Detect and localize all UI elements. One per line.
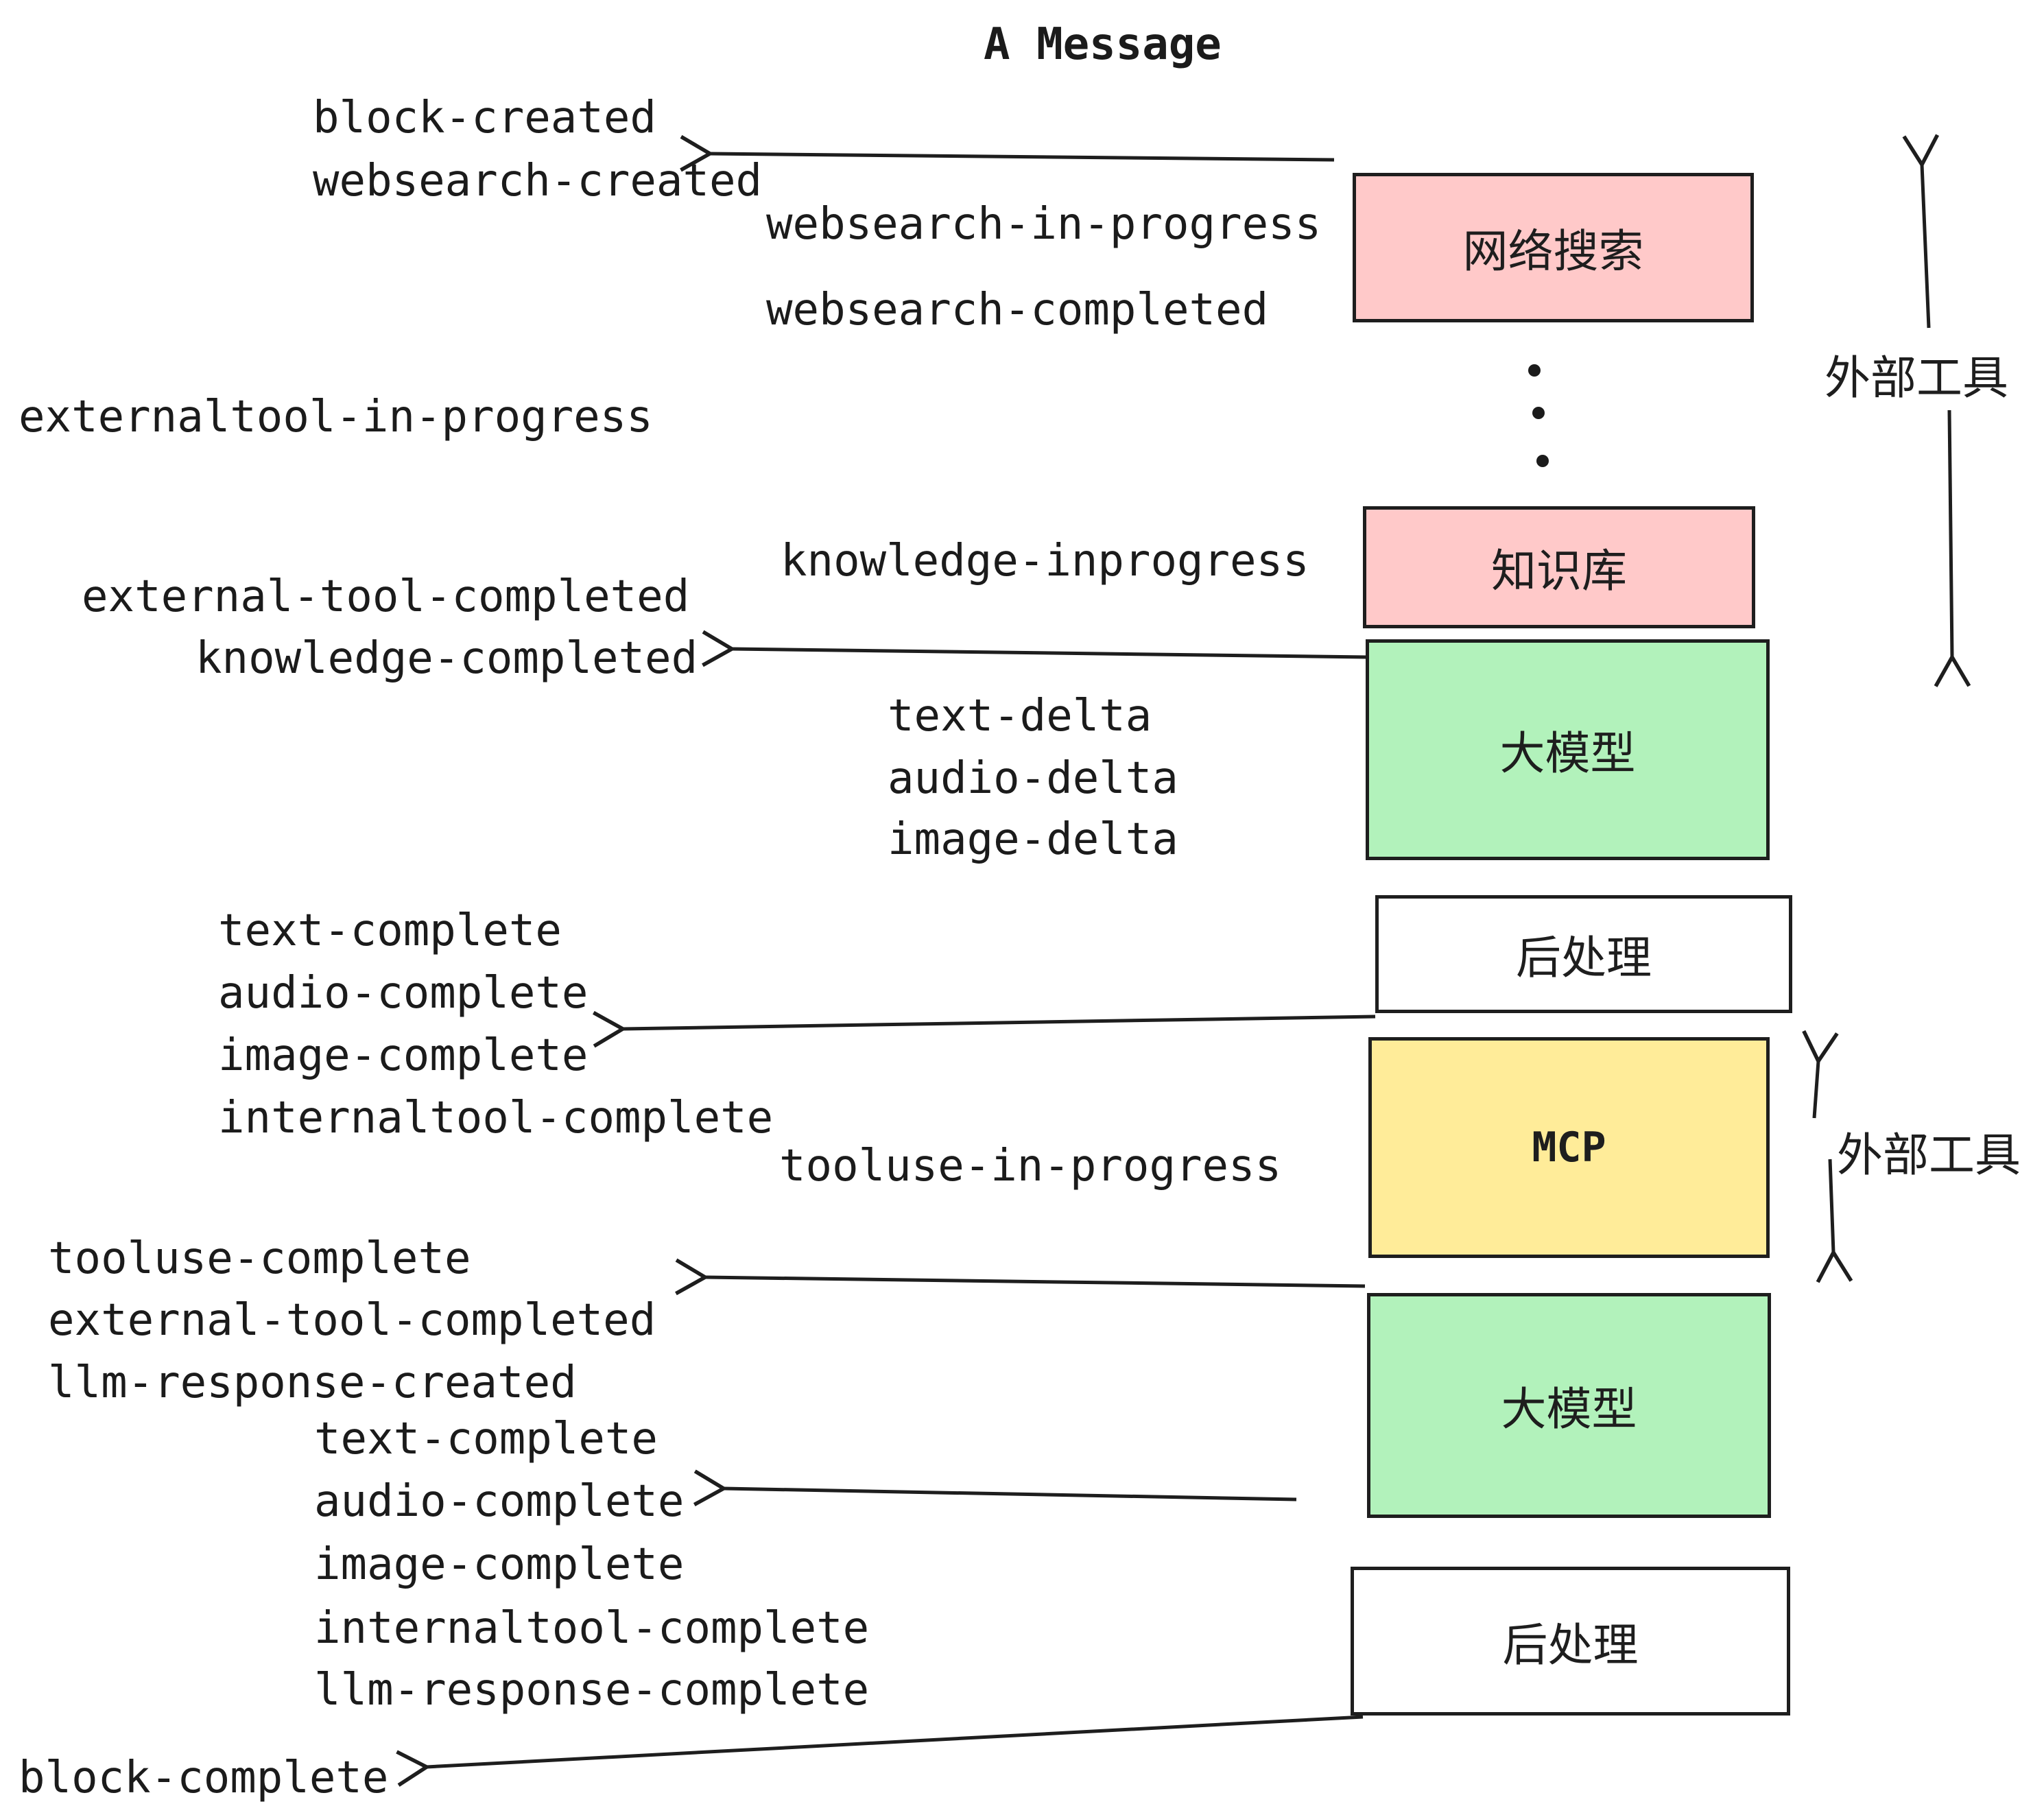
event-label-internaltool-complete-2: internaltool-complete <box>314 1603 870 1654</box>
node-llm-2-label: 大模型 <box>1501 1384 1637 1434</box>
event-label-text-complete-2: text-complete <box>314 1414 658 1464</box>
node-llm-1: 大模型 <box>1366 639 1770 860</box>
event-label-llm-response-created: llm-response-created <box>48 1357 577 1408</box>
external-tools-down-arrow-1 <box>1934 410 1971 687</box>
event-label-websearch-completed: websearch-completed <box>766 285 1269 335</box>
arrow-to-image-complete <box>593 1010 1376 1048</box>
event-label-text-delta-1: text-delta <box>888 691 1152 741</box>
event-label-text-complete-1: text-complete <box>218 905 562 956</box>
event-label-audio-delta-1: audio-delta <box>888 753 1178 804</box>
event-label-audio-complete-1: audio-complete <box>218 968 589 1019</box>
node-postprocess-1: 后处理 <box>1375 895 1792 1013</box>
event-label-image-complete-2: image-complete <box>314 1539 685 1590</box>
arrow-websearch-to-created <box>680 134 1335 172</box>
event-label-llm-response-complete: llm-response-complete <box>314 1665 870 1716</box>
node-mcp: MCP <box>1368 1037 1770 1258</box>
node-websearch-label: 网络搜索 <box>1462 226 1644 276</box>
event-label-block-created: block-created <box>313 93 656 143</box>
arrow-to-knowledge-completed <box>702 630 1368 667</box>
event-label-websearch-in-progress: websearch-in-progress <box>766 199 1322 250</box>
external-tools-annotation-upper: 外部工具 <box>1825 353 2008 404</box>
node-llm-2: 大模型 <box>1367 1293 1771 1518</box>
node-mcp-label: MCP <box>1532 1124 1606 1172</box>
node-websearch: 网络搜索 <box>1353 173 1754 322</box>
event-label-image-complete-1: image-complete <box>218 1030 589 1081</box>
event-label-external-tool-completed-1: external-tool-completed <box>82 571 690 622</box>
arrow-to-block-complete <box>396 1715 1364 1787</box>
event-label-tooluse-in-progress: tooluse-in-progress <box>779 1141 1282 1191</box>
event-label-internaltool-complete-1: internaltool-complete <box>218 1093 774 1143</box>
node-knowledge-base: 知识库 <box>1363 506 1755 628</box>
external-tools-up-arrow-1 <box>1902 134 1940 329</box>
arrow-to-tooluse-complete <box>675 1258 1366 1296</box>
node-postprocess-2: 后处理 <box>1351 1567 1790 1716</box>
external-tools-annotation-lower: 外部工具 <box>1837 1130 2021 1181</box>
event-label-image-delta-1: image-delta <box>888 814 1178 865</box>
external-tools-up-arrow-2 <box>1802 1030 1839 1119</box>
node-llm-1-label: 大模型 <box>1499 728 1636 779</box>
arrow-to-audio-complete <box>693 1469 1297 1506</box>
event-label-knowledge-completed: knowledge-completed <box>195 633 698 684</box>
event-label-external-tool-completed-2: external-tool-completed <box>48 1295 656 1346</box>
event-label-audio-complete-2: audio-complete <box>314 1476 685 1527</box>
event-label-tooluse-complete: tooluse-complete <box>48 1233 471 1284</box>
external-tools-down-arrow-2 <box>1816 1159 1853 1283</box>
event-label-websearch-created: websearch-created <box>313 156 763 206</box>
event-label-knowledge-inprogress: knowledge-inprogress <box>781 536 1309 586</box>
event-label-block-complete: block-complete <box>19 1753 389 1803</box>
node-knowledge-base-label: 知识库 <box>1491 545 1627 596</box>
node-postprocess-1-label: 后处理 <box>1516 932 1652 983</box>
vertical-ellipsis <box>1528 364 1549 467</box>
event-label-externaltool-in-progress: externaltool-in-progress <box>19 392 653 442</box>
diagram-title: A Message <box>984 19 1222 70</box>
node-postprocess-2-label: 后处理 <box>1502 1619 1639 1670</box>
